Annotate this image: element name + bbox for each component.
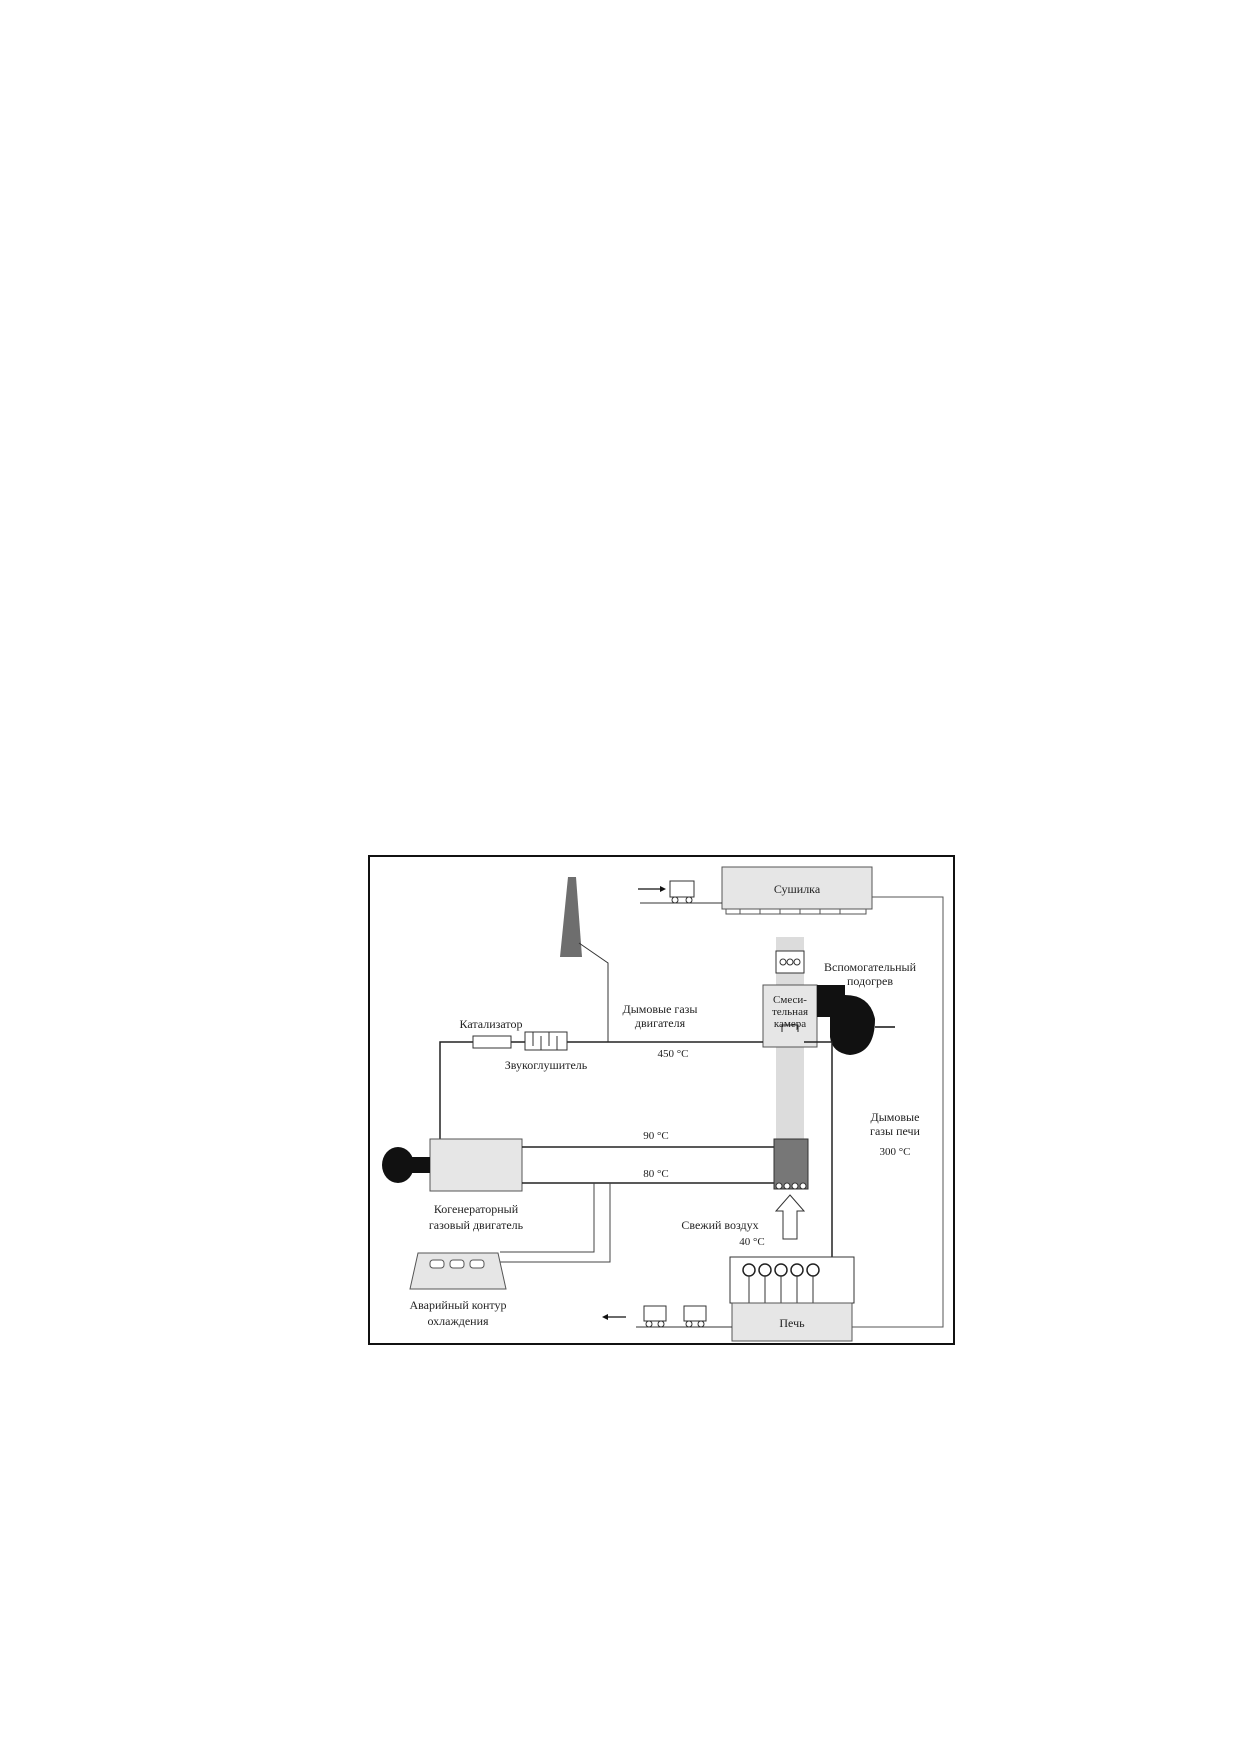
kiln-to-chamber-pipe [804, 1041, 833, 1269]
engine-label-1: Когенераторный [434, 1202, 519, 1216]
aux-heater-label-2: подогрев [847, 974, 893, 988]
emergency-line-2 [500, 1183, 595, 1253]
fan-icon [817, 985, 895, 1055]
kiln-flue-temp: 300 °C [880, 1146, 911, 1158]
mixing-chamber-box [762, 984, 818, 1048]
mixing-chamber-label-2: тельная [772, 1006, 808, 1018]
supply-temp: 90 °C [643, 1130, 669, 1142]
kiln-flue-line [852, 896, 944, 1328]
kiln-flue-label-2: газы печи [870, 1124, 921, 1138]
aux-heater-label-1: Вспомогательный [824, 960, 917, 974]
kiln-carts [636, 1305, 732, 1328]
arrow-up-icon [774, 1194, 806, 1240]
mixing-chamber-label-3: камера [774, 1018, 806, 1030]
return-temp: 80 °C [643, 1168, 669, 1180]
emergency-line-1 [500, 1183, 611, 1263]
catalyst-label: Катализатор [460, 1017, 523, 1031]
engine-box [429, 1138, 523, 1192]
arrow-left-icon [602, 1314, 626, 1320]
fresh-air-label-2: 40 °C [739, 1236, 765, 1248]
kiln-box [731, 1302, 853, 1342]
generator-icon [382, 1147, 430, 1183]
mixing-chamber-label-1: Смеси- [773, 994, 807, 1006]
engine-flue-pipe [439, 1041, 763, 1139]
arrow-right-icon [638, 886, 666, 892]
dryer-bottom-vents [725, 908, 867, 915]
chimney-flue-line [578, 942, 609, 1042]
diagram-canvas: Сушилка Смеси- тельная камера Вспомогате… [382, 866, 944, 1342]
flue-inlet [781, 1024, 799, 1032]
engine-flue-label-2: двигателя [635, 1016, 686, 1030]
heat-exchanger-icon [775, 950, 805, 974]
kiln-label: Печь [779, 1316, 805, 1330]
water-air-exchanger-icon [773, 1138, 809, 1190]
chimney-icon [560, 877, 582, 957]
cart-icon [640, 880, 722, 904]
silencer-label: Звукоглушитель [505, 1058, 588, 1072]
dryer-box [721, 866, 873, 910]
engine-flue-temp: 450 °C [658, 1048, 689, 1060]
fresh-air-label-1: Свежий воздух [681, 1218, 758, 1232]
cogeneration-diagram: Сушилка Смеси- тельная камера Вспомогате… [368, 855, 955, 1345]
dryer-label: Сушилка [774, 882, 821, 896]
engine-flue-label-1: Дымовые газы [623, 1002, 698, 1016]
silencer-icon [524, 1031, 568, 1051]
burner-icon [729, 1256, 855, 1304]
kiln-flue-label-1: Дымовые [871, 1110, 920, 1124]
emergency-label-1: Аварийный контур [410, 1298, 507, 1312]
engine-label-2: газовый двигатель [429, 1218, 524, 1232]
catalyst-box [472, 1035, 512, 1049]
emergency-cooler-icon [409, 1252, 507, 1290]
emergency-label-2: охлаждения [427, 1314, 489, 1328]
